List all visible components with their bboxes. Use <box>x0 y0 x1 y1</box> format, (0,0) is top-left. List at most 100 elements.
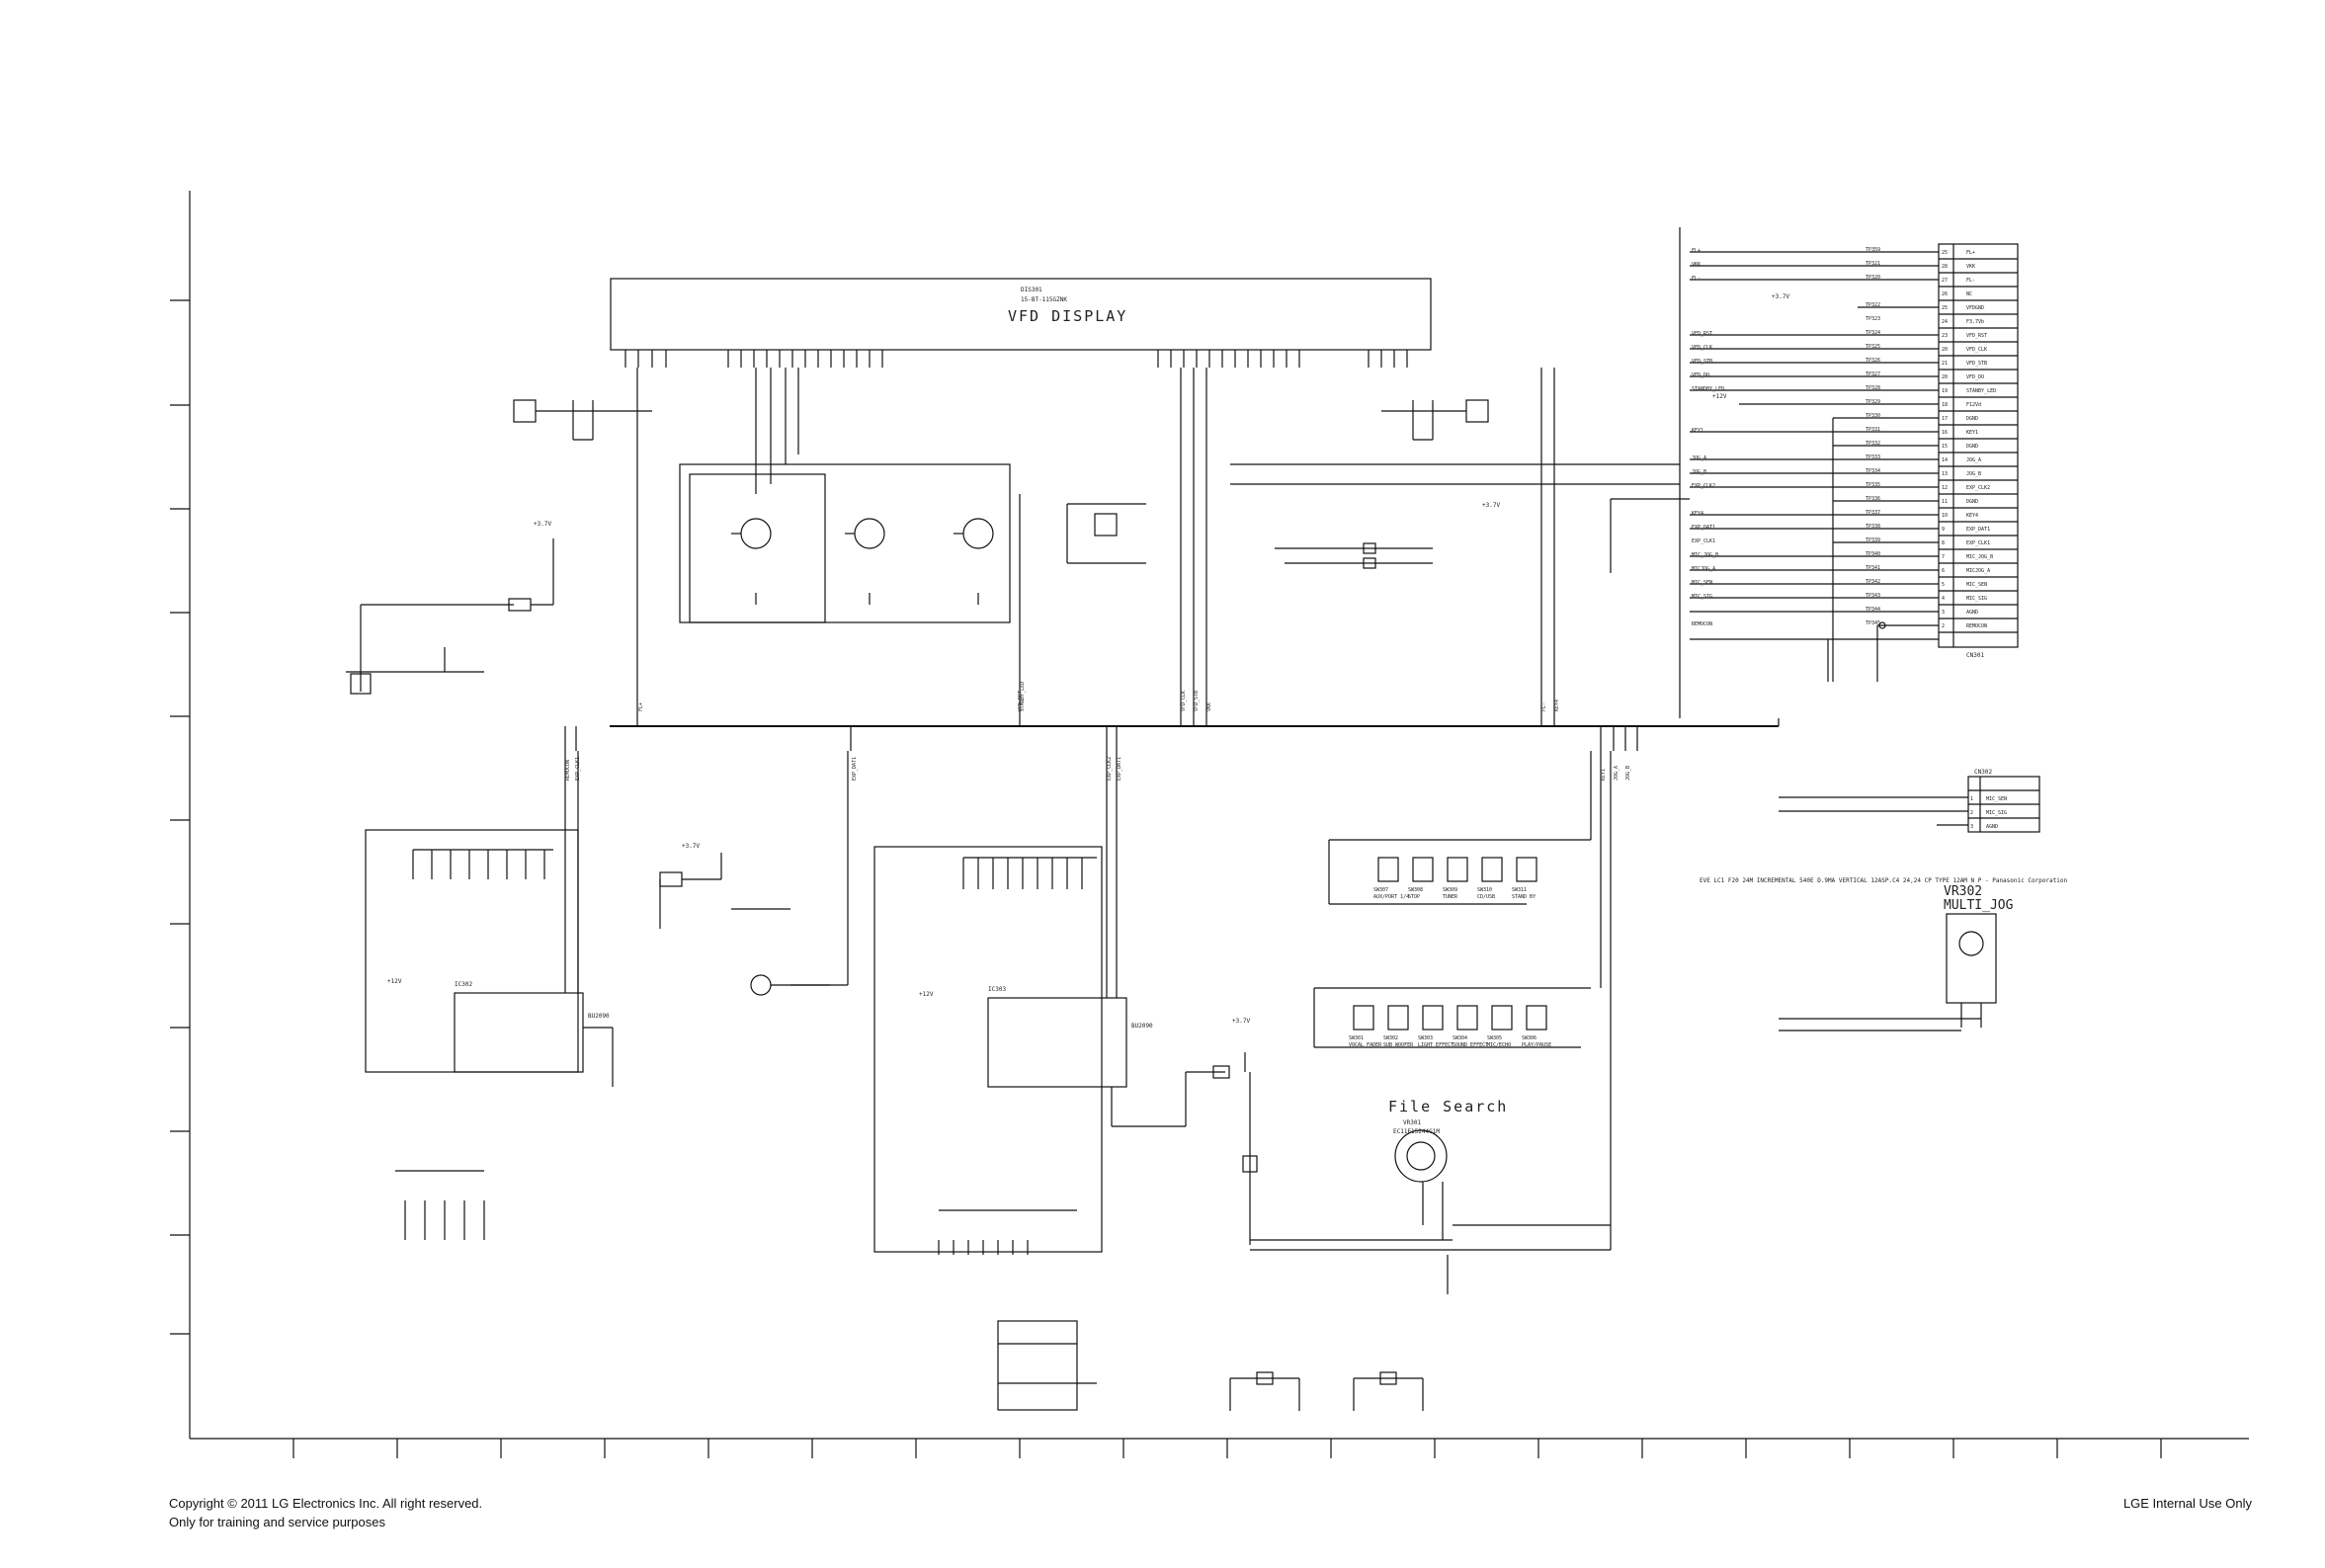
power-37v-right: +3.7V <box>1232 1018 1250 1025</box>
cn301-pin-signal: EXP_CLK1 <box>1966 540 1990 546</box>
file-search-ref: VR301 <box>1403 1119 1421 1126</box>
cn301-pin-number: 11 <box>1942 499 1948 505</box>
sheet-frame <box>170 191 2249 1458</box>
cn301-pin-signal: VFD_RST <box>1966 333 1987 339</box>
bus-signal-label: VKK <box>1206 702 1212 711</box>
switch-ref: SW301 <box>1349 1035 1364 1041</box>
vfd-title: VFD DISPLAY <box>1008 307 1127 325</box>
cn301-bus-signal: KEY4 <box>1692 511 1703 517</box>
cn301-testpoint: TP337 <box>1866 510 1880 516</box>
switch-name: STOP <box>1408 894 1420 900</box>
cn301-pin-number: 4 <box>1942 596 1945 602</box>
cn301-connector <box>1938 243 2019 648</box>
cn301-pin-number: 13 <box>1942 471 1948 477</box>
cn301-bus-signal: MIC_SEN <box>1692 580 1712 586</box>
cn301-pin-number: 17 <box>1942 416 1948 422</box>
cn301-testpoint: TP345 <box>1866 620 1880 626</box>
cn301-bus-signal: VFD_DO <box>1692 372 1709 378</box>
switch-ref: SW307 <box>1373 887 1388 893</box>
cn301-testpoint: TP344 <box>1866 607 1880 613</box>
cn301-testpoint: TP321 <box>1866 261 1880 267</box>
cn301-pin-number: 27 <box>1942 278 1948 284</box>
cn301-pin-signal: KEY1 <box>1966 430 1978 436</box>
cn301-pin-signal: KEY4 <box>1966 513 1978 519</box>
cn301-testpoint: TP320 <box>1866 275 1880 281</box>
cn301-bus-signal: VKK <box>1692 262 1701 268</box>
cn301-bus-signal: EXP_DAT1 <box>1692 525 1715 531</box>
cn301-bus-signal: VFD_STB <box>1692 359 1712 365</box>
ic303-area <box>873 751 1258 1255</box>
bus-signal-label: STANBY_LED <box>1020 682 1026 711</box>
internal-use-label: LGE Internal Use Only <box>2122 1496 2252 1511</box>
vfd-supply-network <box>1066 463 1680 569</box>
switch-ref: SW306 <box>1522 1035 1536 1041</box>
bus-signal-label: EXP_DAT1 <box>852 757 858 781</box>
cn301-bus-signal: FL- <box>1692 276 1701 282</box>
vfd-ref: DIS301 <box>1021 287 1042 293</box>
cn301-pin-signal: MIC_SIG <box>1966 596 1987 602</box>
switch-name: LIGHT EFFECT <box>1418 1042 1453 1048</box>
cn301-pin-number: 15 <box>1942 444 1948 450</box>
file-search-encoder <box>1250 751 1612 1294</box>
switch-ref: SW305 <box>1487 1035 1502 1041</box>
power-37v-left: +3.7V <box>534 521 551 528</box>
switch-name: SUB WOOFER <box>1383 1042 1414 1048</box>
switch-name: VOCAL FADER <box>1349 1042 1382 1048</box>
cn301-testpoint: TP326 <box>1866 358 1880 364</box>
cn301-testpoint: TP340 <box>1866 551 1880 557</box>
cn301-pin-signal: DGND <box>1966 416 1978 422</box>
cn301-bus-signal: REMOCON <box>1692 621 1712 627</box>
cn301-pin-signal: DGND <box>1966 444 1978 450</box>
cn301-testpoint: TP329 <box>1866 399 1880 405</box>
cn301-pin-signal: JOG_A <box>1966 457 1981 463</box>
bus-signal-label: JOG_B <box>1625 766 1631 781</box>
bus-signal-label: KEY1 <box>1601 769 1607 781</box>
cn301-pin-signal: FL- <box>1966 278 1975 284</box>
vfd-filament-left <box>513 399 652 441</box>
cn301-bus-signal: VFD_CLK <box>1692 345 1712 351</box>
cn301-pin-number: 23 <box>1942 333 1948 339</box>
cn301-testpoint: TP322 <box>1866 302 1880 308</box>
cn301-testpoint: TP333 <box>1866 454 1880 460</box>
bus-signal-label: VFD_RST <box>1018 691 1024 711</box>
cn301-pin-number: 20 <box>1942 347 1948 353</box>
cn301-bus-signal: MIC_SIG <box>1692 594 1712 600</box>
cn301-pin-signal: DGND <box>1966 499 1978 505</box>
bus-signal-label: FL+ <box>638 702 644 711</box>
cn301-pin-number: 19 <box>1942 388 1948 394</box>
cn301-testpoint: TP359 <box>1866 247 1880 253</box>
training-note: Only for training and service purposes <box>169 1515 385 1529</box>
cn302-pin-number: 1 <box>1970 796 1973 802</box>
multijog-title: MULTI_JOG <box>1944 898 2014 913</box>
bus-signal-label: REMOCON <box>565 760 571 781</box>
cn302-pin-signal: MIC_SEN <box>1986 796 2007 802</box>
cn301-testpoint: TP323 <box>1866 316 1880 322</box>
cn301-bus-signal: VFD_RST <box>1692 331 1712 337</box>
cn301-testpoint: TP339 <box>1866 537 1880 543</box>
cn301-pin-number: 24 <box>1942 319 1948 325</box>
multijog-note: EVE LC1 F20 24M INCREMENTAL 540E D.9MA V… <box>1700 877 2067 884</box>
cn301-pin-number: 2 <box>1942 623 1945 629</box>
cn301-pin-number: 25 <box>1942 305 1948 311</box>
switch-ref: SW304 <box>1453 1035 1467 1041</box>
multijog-encoder <box>1779 913 1997 1032</box>
power-12v-left: +12V <box>387 978 402 985</box>
cn301-bus-signal: EXP_CLK1 <box>1692 538 1715 544</box>
cn301-testpoint: TP334 <box>1866 468 1880 474</box>
switch-ref: SW303 <box>1418 1035 1433 1041</box>
switch-name: MIC/ECHO <box>1487 1042 1511 1048</box>
cn301-pin-signal: F12Vd <box>1966 402 1981 408</box>
cn301-pin-number: 9 <box>1942 527 1945 533</box>
cn301-pin-signal: AGND <box>1966 610 1978 616</box>
supply-left <box>346 538 554 695</box>
cn301-testpoint: TP332 <box>1866 441 1880 447</box>
switch-name: AUX/PORT 1/4 <box>1373 894 1409 900</box>
cn302-pin-number: 2 <box>1970 810 1973 816</box>
ic302-ref: IC302 <box>455 981 472 988</box>
bus-signal-label: FL- <box>1541 702 1547 711</box>
footer-copyright-block: Copyright © 2011 LG Electronics Inc. All… <box>169 1494 482 1531</box>
cn302-connector <box>1779 776 2040 833</box>
cn301-pin-signal: REMOCON <box>1966 623 1987 629</box>
cn301-bus-signal: EXP_CLK2 <box>1692 483 1715 489</box>
